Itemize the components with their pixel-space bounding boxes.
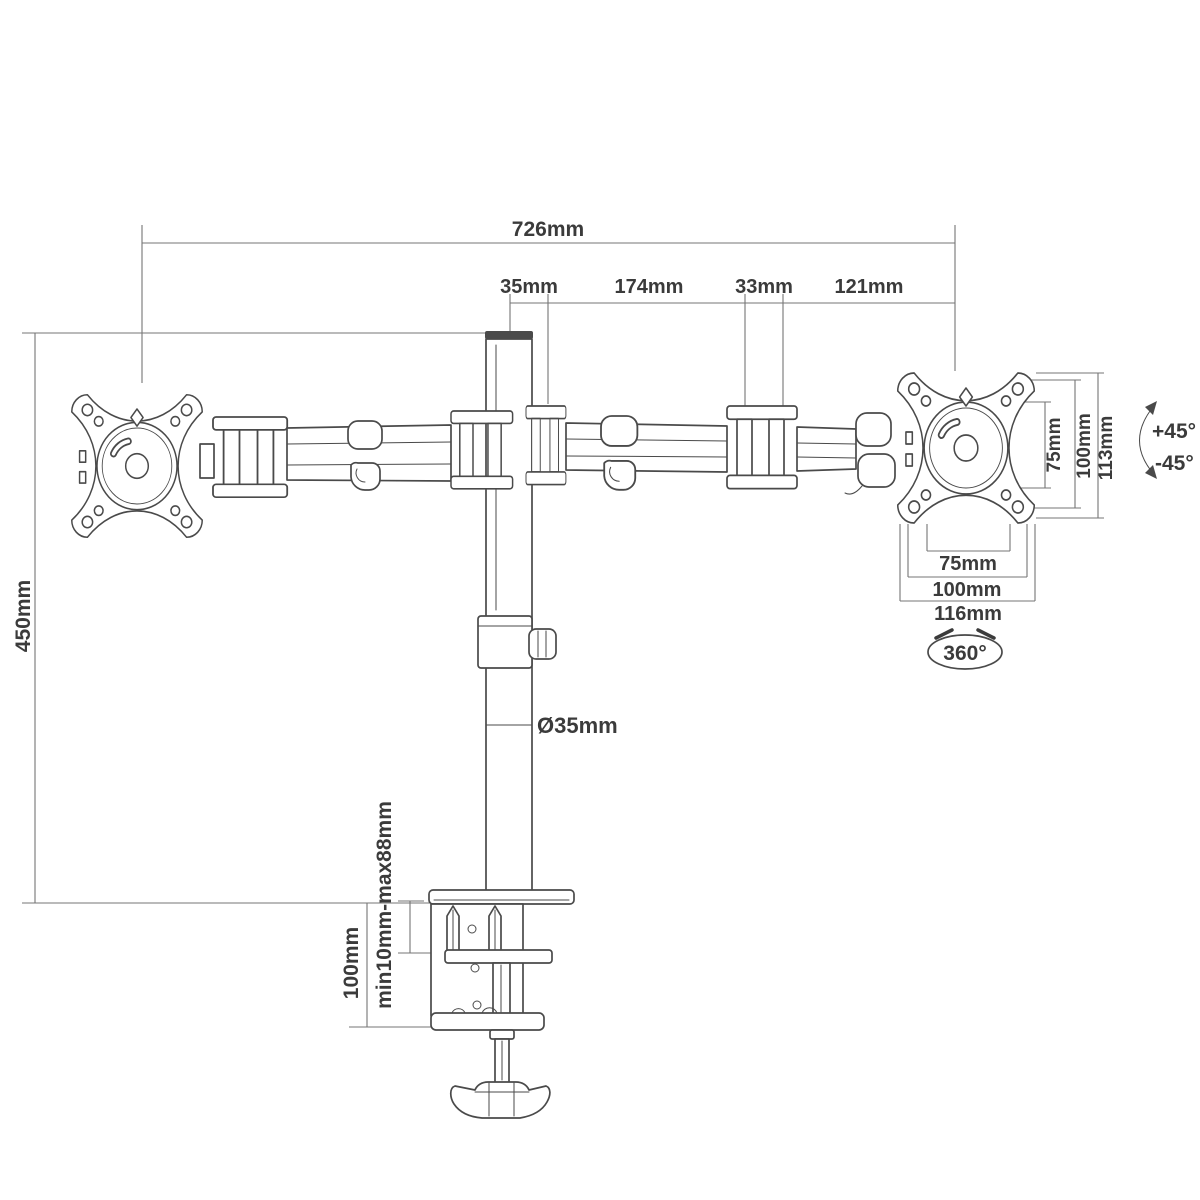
left-plate-joint [212, 416, 289, 499]
clamp-body-hole [472, 1000, 482, 1010]
annotation-tilt: +45° -45° [1139, 401, 1196, 479]
right-arm [565, 405, 896, 495]
dim-left-arm-segment-label: 174mm [615, 276, 684, 298]
clamp-screw-lines [452, 909, 496, 951]
dim-joint-width-label: 33mm [735, 276, 793, 298]
arm-tube-lines [565, 438, 728, 458]
clamp-bottom-hooks [451, 1007, 498, 1014]
dimension-line [1036, 372, 1104, 519]
monitor-plate-left [72, 395, 203, 538]
dimension-line [907, 524, 1028, 578]
dim-vesa-vertical-inner-label: 75mm [1044, 418, 1065, 473]
dim-clamp-height-label: 100mm [340, 927, 363, 999]
dim-pole-diameter-label: Ø35mm [537, 713, 618, 738]
collar-knob [528, 628, 557, 660]
rotation-arrows [934, 628, 996, 640]
mid-arm-joint [726, 405, 798, 490]
dim-overall-width: 726mm [141, 218, 956, 383]
dim-plate-width-label: 116mm [934, 603, 1002, 625]
clamp-body-hole [470, 963, 480, 973]
dim-plate-height-label: 113mm [1096, 416, 1117, 480]
arm-tube-outer [796, 426, 857, 472]
plate-hook-upper [855, 412, 892, 447]
arm-tube-outer-lines [796, 442, 857, 459]
clamp-bottom-arm [430, 1012, 545, 1031]
clamp-knob-hub [474, 1082, 530, 1117]
height-collar [477, 615, 533, 669]
plate-hook-tail [844, 485, 863, 495]
plate-hook-lower [857, 453, 896, 488]
clamp-top-plate [428, 889, 575, 905]
arm-tube [565, 422, 728, 473]
dimension-line [899, 524, 1036, 602]
dimension-line [926, 524, 1011, 552]
desk-clamp [428, 889, 575, 1119]
dim-clamp-range: min10mm-max88mm [373, 801, 444, 1009]
tilt-arrow-up [1145, 401, 1157, 415]
dim-vesa-vertical-outer-label: 100mm [1074, 413, 1095, 479]
clamp-rod-collar [489, 1029, 515, 1040]
dim-vesa-horizontal: 75mm 100mm 116mm [899, 524, 1036, 625]
dim-pole-height-label: 450mm [12, 580, 35, 652]
rotation-ellipse [927, 634, 1003, 670]
dim-clamp-range-label: min10mm-max88mm [373, 801, 396, 1009]
dim-overall-width-label: 726mm [512, 218, 584, 241]
dim-right-arm-segment-label: 121mm [835, 276, 904, 298]
clamp-body-hole [467, 924, 477, 934]
tilt-arc [1139, 406, 1154, 474]
dimension-line [141, 225, 956, 383]
dimension-line [22, 332, 486, 904]
arm-axle [199, 443, 215, 479]
dimension-line [509, 294, 955, 406]
center-joint-right-clamp [525, 405, 567, 486]
left-arm [199, 416, 452, 499]
dim-vesa-horizontal-outer-label: 100mm [933, 579, 1002, 601]
tilt-down-label: -45° [1155, 452, 1194, 475]
tilt-arrow-down [1145, 465, 1157, 479]
tilt-up-label: +45° [1152, 420, 1196, 443]
rotation-label: 360° [943, 642, 986, 665]
annotation-rotation: 360° [927, 628, 1003, 670]
clamp-middle-jaw [444, 949, 553, 964]
dim-top-segments: 35mm 174mm 33mm 121mm [500, 276, 955, 406]
dim-pole-diameter: Ø35mm [537, 713, 618, 738]
pole-top-cap [485, 331, 533, 339]
dim-vesa-horizontal-inner-label: 75mm [939, 553, 997, 575]
dim-pole-top-offset-label: 35mm [500, 276, 558, 298]
collar-knob-ridges [537, 630, 547, 658]
monitor-plate-right [898, 373, 1035, 523]
clamp-knob [449, 1081, 551, 1119]
dim-pole-height: 450mm [12, 332, 486, 904]
